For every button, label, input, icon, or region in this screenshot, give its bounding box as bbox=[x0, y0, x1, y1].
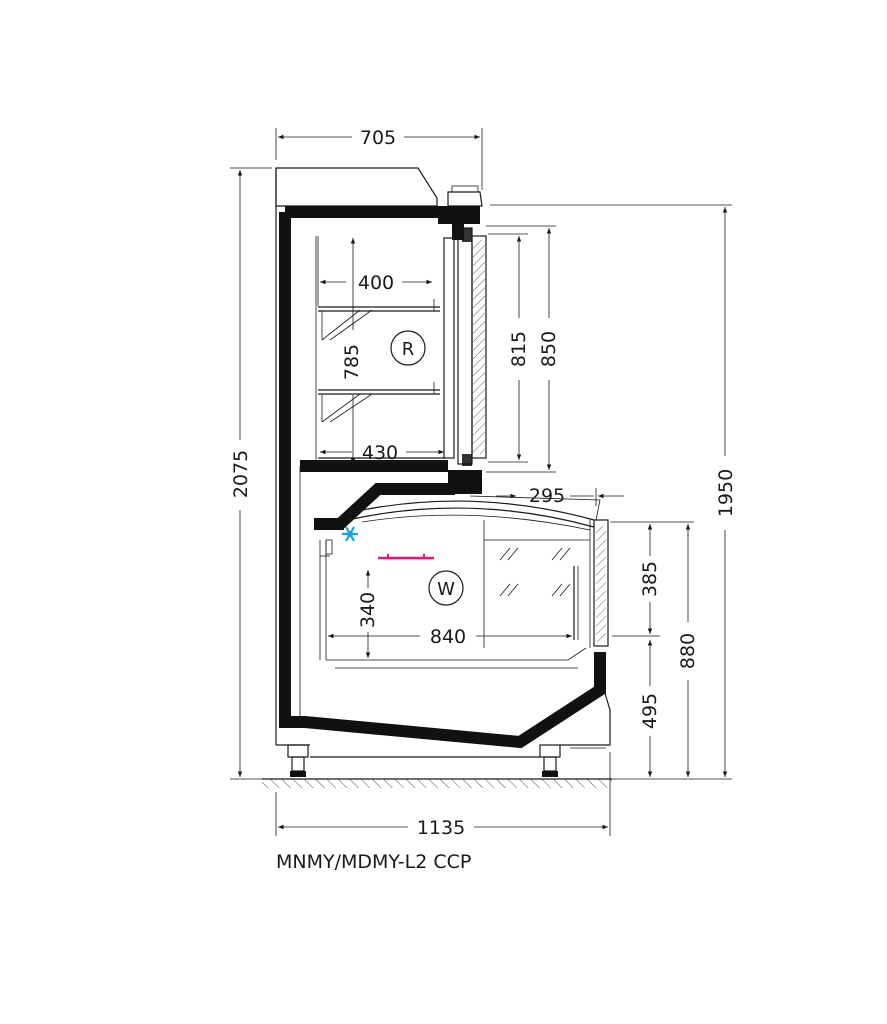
dim-label-base-height: 495 bbox=[639, 693, 661, 729]
dim-shelf-depth-lower: 430 bbox=[320, 442, 444, 464]
dim-front-glass-height: 385 bbox=[610, 521, 694, 637]
zone-marker-w: W bbox=[428, 570, 464, 606]
dim-well-height: 340 bbox=[357, 570, 379, 658]
snowflake-icon bbox=[342, 526, 358, 542]
dim-label-top-width: 705 bbox=[360, 127, 396, 149]
dim-door-height-outer: 850 bbox=[486, 225, 560, 473]
dim-label-shelf-spacing: 785 bbox=[341, 344, 363, 380]
dim-base-height: 495 bbox=[639, 640, 661, 777]
dim-total-height: 2075 bbox=[230, 167, 272, 780]
dim-shelf-depth-upper: 400 bbox=[317, 236, 432, 306]
dim-label-door-height-inner: 815 bbox=[508, 331, 530, 367]
dim-label-front-glass-height: 385 bbox=[639, 561, 661, 597]
upper-glass-door bbox=[443, 227, 487, 466]
zone-label-w: W bbox=[437, 579, 455, 600]
dim-label-shelf-depth-upper: 400 bbox=[358, 272, 394, 294]
dim-label-lid-depth: 295 bbox=[529, 485, 565, 507]
dim-label-right-height: 1950 bbox=[715, 469, 737, 517]
upper-shelves bbox=[318, 299, 446, 463]
dim-counter-height: 880 bbox=[677, 524, 699, 777]
dim-door-height-inner: 815 bbox=[488, 233, 530, 463]
dim-total-depth: 1135 bbox=[275, 752, 611, 839]
dim-label-shelf-depth-lower: 430 bbox=[362, 442, 398, 464]
dim-label-door-height-outer: 850 bbox=[538, 331, 560, 367]
dim-label-well-depth: 840 bbox=[430, 626, 466, 648]
dim-label-total-depth: 1135 bbox=[417, 817, 465, 839]
dim-well-depth: 840 bbox=[328, 626, 572, 648]
dim-label-well-height: 340 bbox=[357, 592, 379, 628]
dim-lid-depth: 295 bbox=[496, 485, 624, 507]
dim-label-counter-height: 880 bbox=[677, 633, 699, 669]
dim-label-total-height: 2075 bbox=[230, 450, 252, 498]
cabinet-body bbox=[275, 167, 611, 777]
ground-line bbox=[262, 778, 612, 788]
dim-shelf-spacing: 785 bbox=[341, 238, 363, 464]
dim-right-height: 1950 bbox=[490, 204, 737, 780]
model-name: MNMY/MDMY-L2 CCP bbox=[276, 851, 471, 873]
zone-marker-r: R bbox=[390, 330, 426, 366]
zone-label-r: R bbox=[402, 339, 415, 360]
dim-top-width: 705 bbox=[275, 127, 483, 190]
